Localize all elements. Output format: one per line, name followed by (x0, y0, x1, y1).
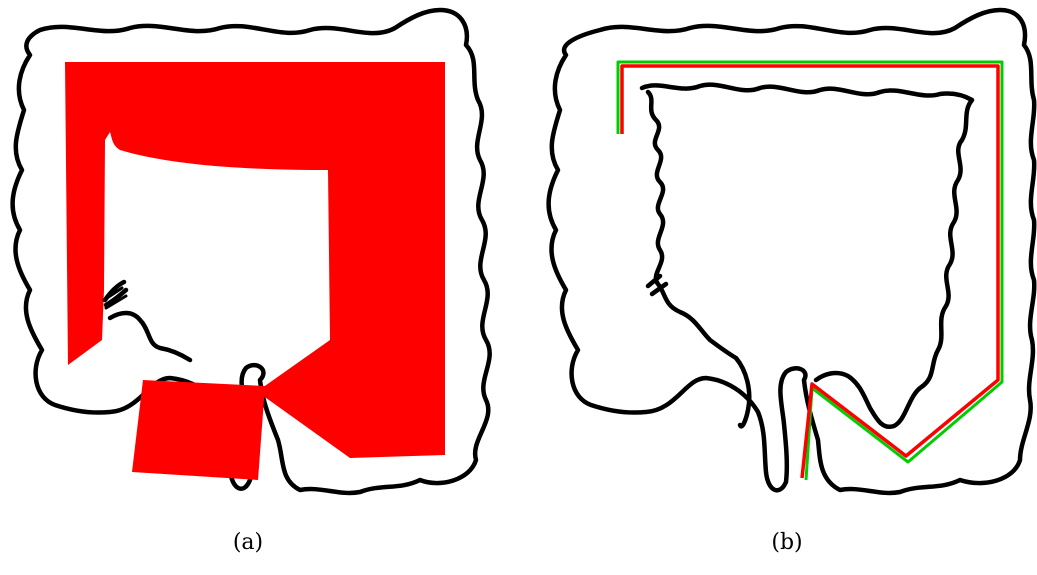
panel-a-diagram (0, 0, 520, 520)
coverage-bottom-box (132, 380, 265, 480)
panel-b-diagram (520, 0, 1037, 520)
caption-a: (a) (208, 530, 288, 555)
caption-b: (b) (747, 530, 827, 555)
coverage-region (65, 62, 445, 480)
colon-inner-outline (105, 282, 190, 360)
path-overlay (618, 62, 1002, 480)
red-path (622, 66, 998, 478)
